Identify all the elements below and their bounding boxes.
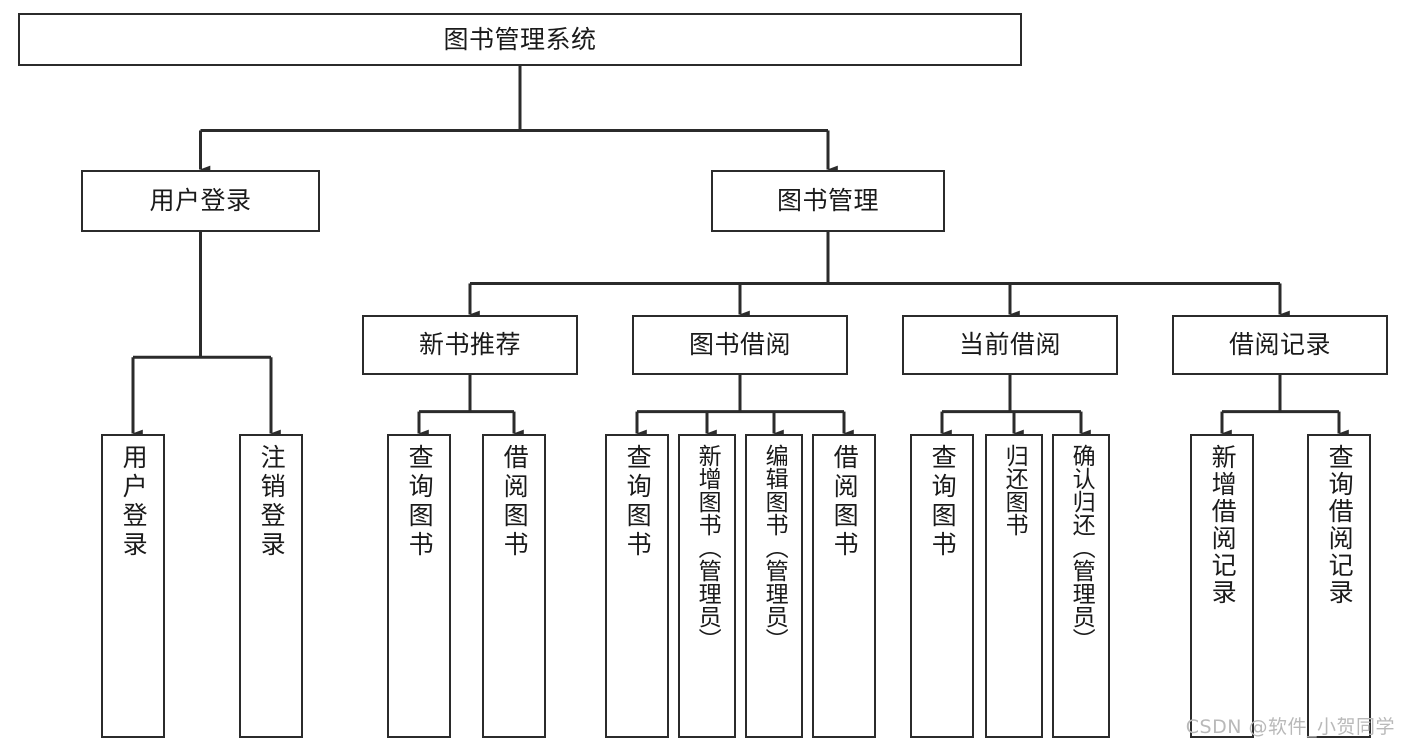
node-label: 查询借阅记录 — [1325, 444, 1355, 606]
node-label: 当前借阅 — [958, 330, 1061, 360]
node-label: 用户登录 — [149, 186, 252, 216]
node-label: 借阅图书 — [500, 444, 530, 560]
node-label: 查询图书 — [928, 444, 958, 560]
node-leaf-borrow-2: 借阅图书 — [812, 434, 876, 738]
node-leaf-confirm: 确认归还（管理员） — [1052, 434, 1110, 738]
node-leaf-add-rec: 新增借阅记录 — [1190, 434, 1254, 738]
node-label: 用户登录 — [119, 444, 149, 560]
node-label: 图书管理 — [776, 186, 879, 216]
node-leaf-query-1: 查询图书 — [387, 434, 451, 738]
node-label: 查询图书 — [623, 444, 653, 560]
csdn-watermark: CSDN @软件_小贺同学 — [1185, 716, 1395, 738]
node-label: 注销登录 — [257, 444, 287, 560]
node-leaf-edit-book: 编辑图书（管理员） — [745, 434, 803, 738]
node-label: 新书推荐 — [418, 330, 521, 360]
node-label: 借阅图书 — [830, 444, 860, 560]
node-leaf-return: 归还图书 — [985, 434, 1043, 738]
node-leaf-user-login: 用户登录 — [101, 434, 165, 738]
node-label: 查询图书 — [405, 444, 435, 560]
node-label: 新增图书（管理员） — [694, 444, 721, 651]
node-root: 图书管理系统 — [18, 13, 1022, 66]
node-borrow-record: 借阅记录 — [1172, 315, 1388, 375]
node-leaf-query-3: 查询图书 — [910, 434, 974, 738]
node-new-book-rec: 新书推荐 — [362, 315, 578, 375]
node-label: 确认归还（管理员） — [1068, 444, 1095, 651]
node-leaf-logout: 注销登录 — [239, 434, 303, 738]
node-user-login: 用户登录 — [81, 170, 320, 232]
node-leaf-add-book: 新增图书（管理员） — [678, 434, 736, 738]
node-leaf-query-2: 查询图书 — [605, 434, 669, 738]
node-label: 图书借阅 — [688, 330, 791, 360]
node-label: 编辑图书（管理员） — [761, 444, 788, 651]
node-book-manage: 图书管理 — [711, 170, 945, 232]
node-leaf-borrow-1: 借阅图书 — [482, 434, 546, 738]
node-current-borrow: 当前借阅 — [902, 315, 1118, 375]
node-label: 新增借阅记录 — [1208, 444, 1238, 606]
node-label: 归还图书 — [1001, 444, 1028, 536]
node-leaf-query-rec: 查询借阅记录 — [1307, 434, 1371, 738]
node-label: 图书管理系统 — [443, 24, 597, 54]
node-book-borrow: 图书借阅 — [632, 315, 848, 375]
node-label: 借阅记录 — [1228, 330, 1331, 360]
